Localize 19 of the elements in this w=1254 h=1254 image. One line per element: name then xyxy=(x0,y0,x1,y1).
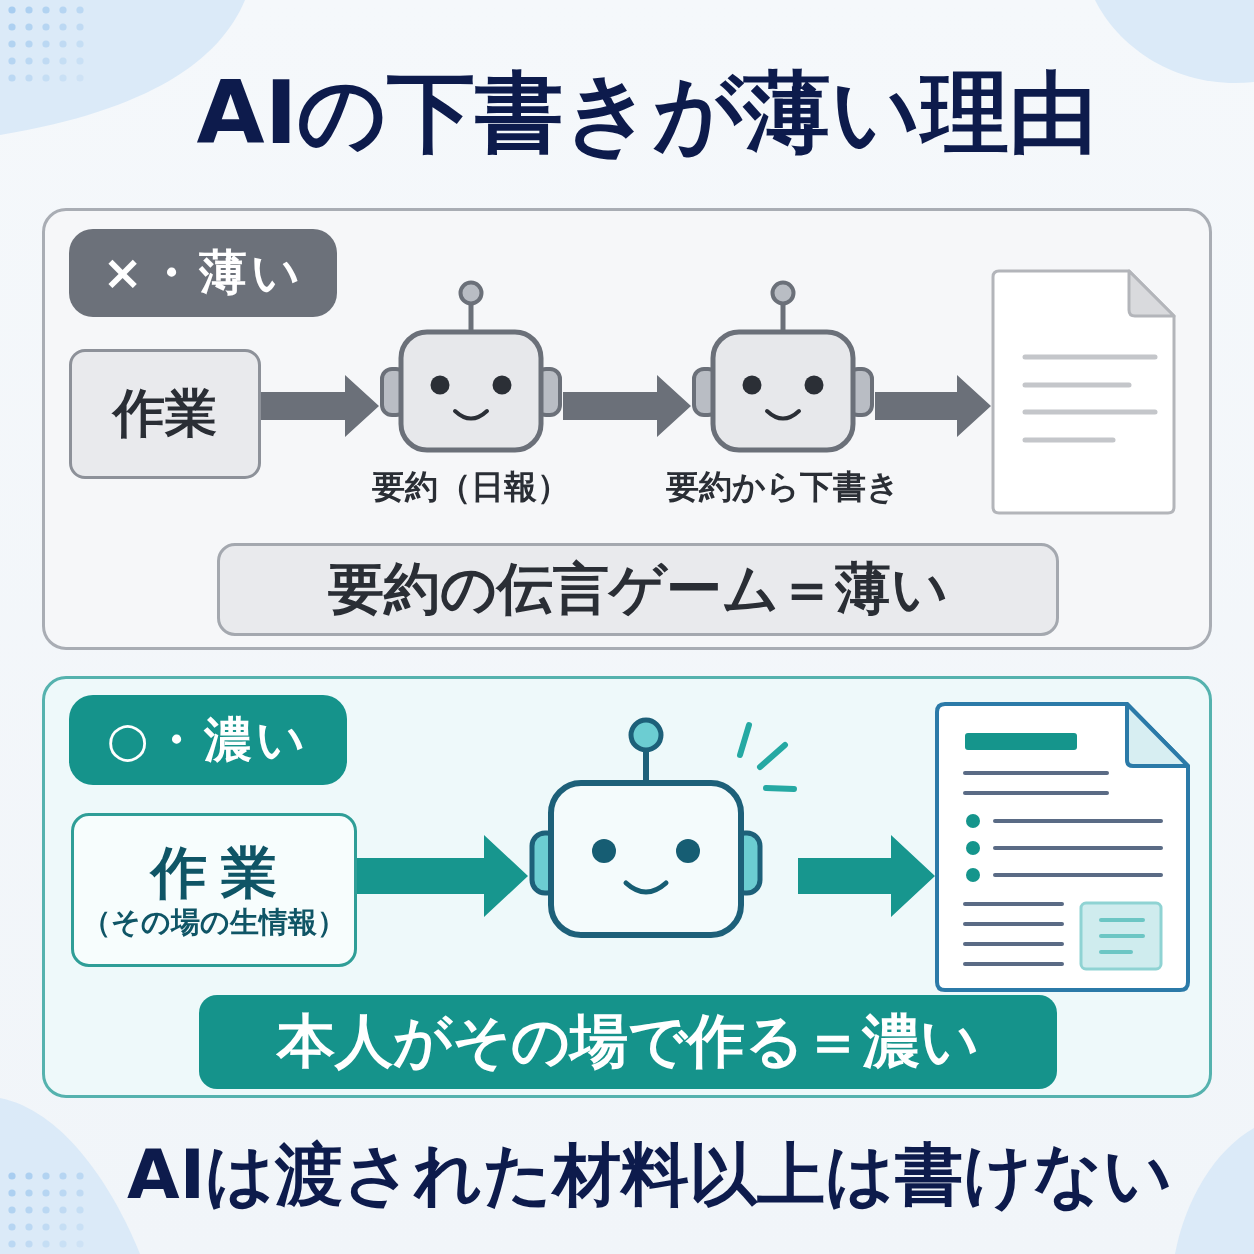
process-box: 作業 xyxy=(69,349,261,479)
summary-banner: 本人がその場で作る＝濃い xyxy=(199,995,1057,1089)
step-caption: 要約から下書き xyxy=(666,467,900,507)
arrow xyxy=(357,835,528,917)
verdict-badge: ○・濃い xyxy=(69,695,347,785)
arrow xyxy=(798,835,935,917)
title: AIの下書きが薄い理由 xyxy=(196,62,1098,164)
arrow xyxy=(563,375,691,437)
step-caption: 要約（日報） xyxy=(372,467,570,507)
arrow xyxy=(261,375,379,437)
node-subtitle: （その場の生情報） xyxy=(82,905,346,939)
verdict-badge: ×・薄い xyxy=(69,229,337,317)
summary-banner: 要約の伝言ゲーム＝薄い xyxy=(217,543,1059,636)
node-title: 作業 xyxy=(151,841,291,906)
comparison-panel xyxy=(42,208,1212,650)
process-box xyxy=(71,813,357,967)
comparison-panel xyxy=(42,676,1212,1098)
caption: AIは渡された材料以上は書けない xyxy=(127,1136,1173,1215)
arrow xyxy=(875,375,991,437)
